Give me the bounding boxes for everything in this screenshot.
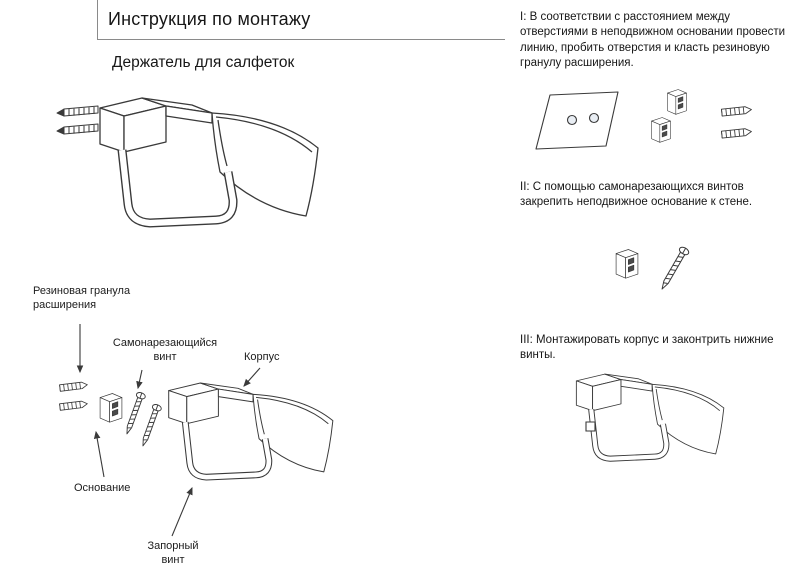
base-block-icon	[99, 393, 123, 423]
step-2-text: II: С помощью самонарезающихся винтов за…	[520, 181, 753, 209]
label-locking-screw: Запорный винт	[147, 540, 199, 566]
step-1-text: I: В соответствии с расстоянием между от…	[520, 11, 786, 70]
step-3-text: III: Монтажировать корпус и законтрить н…	[520, 334, 774, 362]
label-rubber-plug: Резиновая гранула расширения	[33, 285, 131, 311]
self-tapping-screw-icon	[138, 402, 163, 448]
wall-plate-icon	[535, 91, 619, 150]
holder-overview-illustration	[56, 78, 340, 273]
lock-screw-detail-icon	[585, 421, 596, 432]
step-1-illustration	[535, 89, 753, 150]
self-tapping-screw-icon	[657, 245, 691, 293]
step-3-illustration	[548, 356, 738, 496]
label-base: Основание	[74, 482, 131, 494]
rubber-plug-icon	[59, 400, 89, 411]
rubber-plug-icon	[721, 105, 753, 117]
holder-drawing	[100, 98, 318, 223]
callout-arrows	[76, 324, 261, 537]
label-body: Корпус	[244, 351, 280, 363]
label-self-tapping-screw: Самонарезающийся винт	[112, 337, 218, 363]
mounting-screws-icon	[56, 105, 99, 135]
exploded-view-diagram	[59, 324, 350, 537]
base-block-icon	[667, 89, 687, 115]
step-2-illustration	[615, 245, 691, 293]
title-left-border	[97, 0, 98, 39]
assembled-holder-drawing	[576, 374, 723, 459]
base-block-icon	[615, 249, 639, 279]
rubber-plug-icon	[721, 127, 753, 139]
holder-body-drawing	[169, 383, 333, 477]
title-underline	[97, 39, 505, 40]
page-title: Инструкция по монтажу	[108, 9, 311, 29]
base-block-icon	[651, 117, 671, 143]
rubber-plug-icon	[59, 381, 89, 392]
self-tapping-screw-icon	[122, 390, 147, 436]
product-title: Держатель для салфеток	[112, 54, 295, 71]
